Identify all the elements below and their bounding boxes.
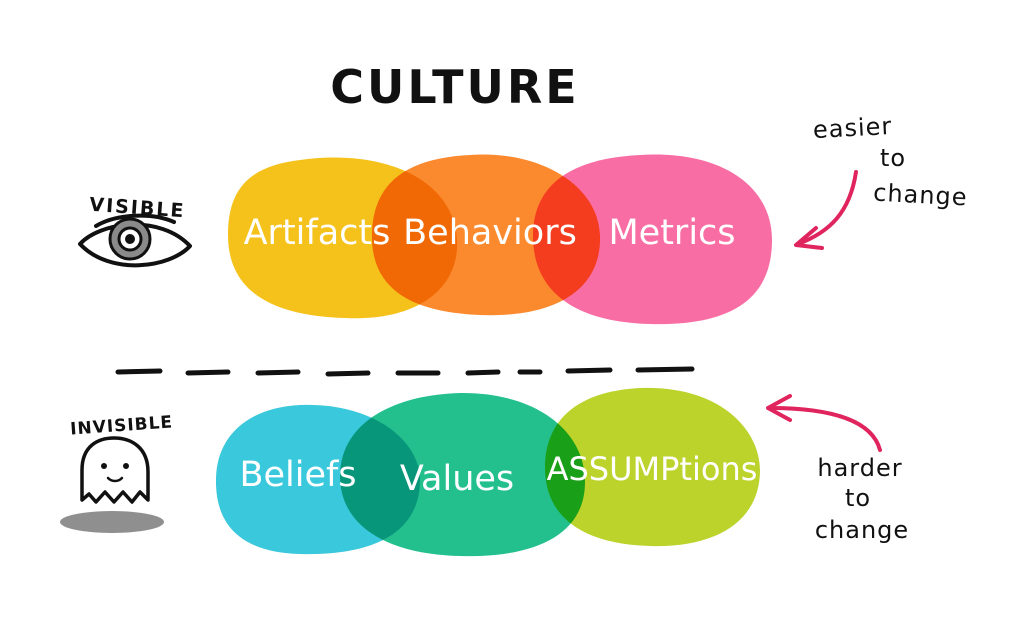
visible-circles — [228, 154, 772, 325]
harder-note: harder to change — [815, 454, 909, 544]
page-title: CULTURE — [330, 60, 579, 114]
invisible-labels: Beliefs Values ASSUMPtions — [239, 450, 757, 499]
easier-note-line-3: change — [873, 179, 969, 212]
easier-note-line-2: to — [880, 144, 906, 172]
visible-labels: Artifacts Behaviors Metrics — [244, 213, 736, 253]
ghost-icon — [60, 436, 164, 533]
invisible-label: INVISIBLE — [70, 412, 174, 439]
invisible-circles — [215, 387, 760, 557]
visible-label: VISIBLE — [89, 194, 186, 223]
label-artifacts: Artifacts — [244, 213, 391, 253]
arrow-easier — [794, 170, 858, 250]
eye-icon — [78, 213, 192, 268]
assumptions-blob — [545, 387, 760, 547]
arrow-harder — [766, 394, 882, 452]
easier-note-line-1: easier — [812, 112, 893, 144]
label-metrics: Metrics — [608, 213, 735, 253]
label-behaviors: Behaviors — [403, 213, 577, 253]
metrics-blob — [532, 154, 772, 325]
label-assumptions: ASSUMPtions — [547, 450, 758, 488]
label-beliefs: Beliefs — [239, 455, 356, 495]
easier-note: easier to change — [812, 112, 968, 212]
harder-note-line-3: change — [815, 516, 909, 544]
harder-note-line-2: to — [845, 484, 871, 512]
values-blob — [340, 392, 585, 557]
label-values: Values — [400, 459, 514, 499]
divider — [115, 366, 695, 377]
harder-note-line-1: harder — [817, 454, 902, 482]
